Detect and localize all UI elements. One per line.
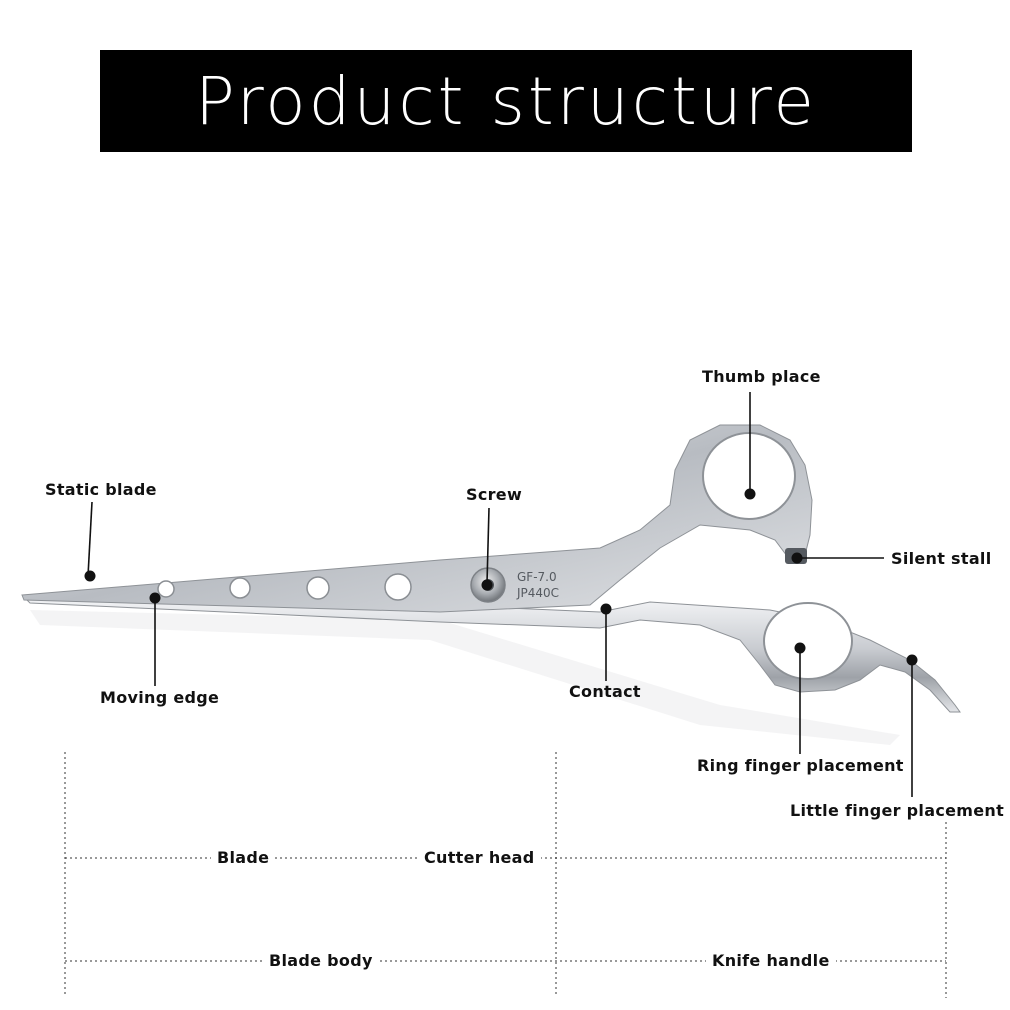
engraving-line-1: GF-7.0 <box>517 570 557 584</box>
lower-handle-shape <box>22 596 961 713</box>
label-little-finger: Little finger placement <box>790 801 1005 820</box>
label-static-blade: Static blade <box>45 480 157 499</box>
dot-moving-edge <box>149 592 161 604</box>
title-banner: Product structure <box>100 50 912 152</box>
label-thumb-place: Thumb place <box>702 367 821 386</box>
dot-static-blade <box>84 570 96 582</box>
blade-holes <box>157 573 412 601</box>
page-title: Product structure <box>194 62 818 140</box>
dot-silent-stall <box>791 552 803 564</box>
dot-screw <box>481 579 493 591</box>
upper-handle-shape <box>21 424 813 613</box>
reflection <box>30 610 900 745</box>
label-ring-finger: Ring finger placement <box>697 756 904 775</box>
dot-contact <box>600 603 612 615</box>
leader-lines <box>87 392 913 797</box>
dot-ring-finger <box>794 642 806 654</box>
dot-thumb <box>744 488 756 500</box>
label-contact: Contact <box>569 682 641 701</box>
dim-label-blade: Blade <box>211 849 276 867</box>
dim-label-knife-handle: Knife handle <box>706 952 836 970</box>
dot-little-finger <box>906 654 918 666</box>
dim-label-blade-body: Blade body <box>263 952 379 970</box>
label-silent-stall: Silent stall <box>891 549 992 568</box>
engraving-line-2: JP440C <box>516 586 559 600</box>
leader-dots <box>84 488 918 666</box>
label-screw: Screw <box>466 485 523 504</box>
dim-label-cutter-head: Cutter head <box>418 849 541 867</box>
label-moving-edge: Moving edge <box>100 688 220 707</box>
